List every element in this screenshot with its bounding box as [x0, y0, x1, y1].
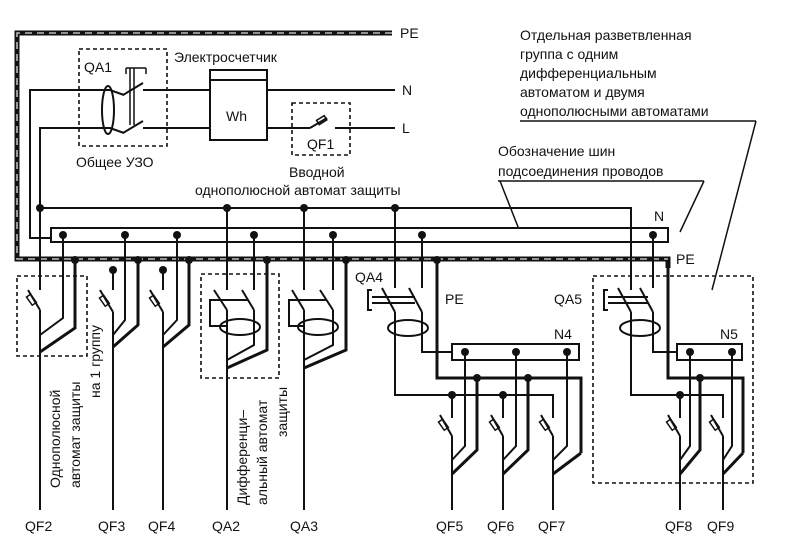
group-note-line-5: однополюсными автоматами — [520, 103, 709, 119]
breaker-qf2[interactable] — [16, 208, 88, 510]
qf2-note-line-2: автомат защиты — [67, 382, 83, 488]
main-n-bus-label: N — [654, 208, 664, 224]
breaker-qf6[interactable] — [488, 352, 530, 510]
output-label-qf5: QF5 — [436, 518, 463, 534]
qa2-note-line-2: альный автомат — [254, 399, 270, 505]
rcd-qa1[interactable] — [78, 48, 168, 147]
breaker-qf1-caption-1: Вводной — [289, 164, 345, 180]
meter-symbol: Wh — [226, 108, 247, 124]
qa5-label: QA5 — [554, 291, 582, 307]
incoming-wires — [29, 89, 395, 239]
output-label-qf3: QF3 — [98, 518, 125, 534]
breaker-qf1[interactable] — [291, 102, 351, 156]
group-note-callout: Отдельная разветвленная группа с одним д… — [520, 27, 757, 291]
rcbo-qa3[interactable] — [288, 208, 348, 510]
output-label-qf9: QF9 — [707, 518, 734, 534]
pe-line-label: PE — [400, 25, 419, 41]
output-label-qf7: QF7 — [538, 518, 565, 534]
n4-bus-label: N4 — [554, 326, 572, 342]
rcd-qa5-group[interactable] — [592, 208, 754, 484]
bus-note-line-1: Обозначение шин — [498, 143, 615, 159]
group-note-line-4: автоматом и двумя — [520, 84, 645, 100]
main-pe-label: PE — [676, 251, 695, 267]
breaker-qf8[interactable] — [665, 352, 702, 510]
qf2-note-line-3: на 1 группу — [87, 325, 103, 398]
breaker-qf3[interactable] — [98, 235, 140, 510]
output-labels: QF2 QF3 QF4 QA2 QA3 QF5 QF6 QF7 QF8 QF9 — [25, 518, 734, 534]
output-label-qa2: QA2 — [212, 518, 240, 534]
qa2-note-line-3: защиты — [274, 387, 290, 437]
qa2-note-line-1: Дифференци– — [234, 410, 250, 505]
electricity-meter[interactable] — [209, 69, 268, 141]
breaker-qf1-caption-2: однополюсной автомат защиты — [195, 182, 401, 198]
breaker-qf4[interactable] — [148, 235, 191, 510]
breaker-qf5[interactable] — [437, 352, 479, 510]
breaker-qf7[interactable] — [538, 352, 582, 510]
qa4-pe-label: PE — [445, 291, 464, 307]
breaker-qf9[interactable] — [708, 352, 745, 510]
output-label-qf2: QF2 — [25, 518, 52, 534]
rcd-qa1-label: QA1 — [84, 59, 112, 75]
group-note-line-1: Отдельная разветвленная — [520, 27, 692, 43]
main-n-bus[interactable] — [50, 227, 669, 243]
qa2-vertical-note: Дифференци– альный автомат защиты — [234, 387, 290, 505]
meter-title: Электросчетчик — [174, 49, 278, 65]
rcd-qa1-caption: Общее УЗО — [76, 154, 154, 170]
rcbo-qa2[interactable] — [200, 208, 280, 510]
group-note-line-3: дифференциальным — [520, 65, 657, 81]
output-label-qf8: QF8 — [665, 518, 692, 534]
output-label-qa3: QA3 — [290, 518, 318, 534]
qf2-vertical-note: Однополюсной автомат защиты на 1 группу — [47, 325, 103, 488]
group-note-line-2: группа с одним — [520, 46, 618, 62]
output-label-qf6: QF6 — [487, 518, 514, 534]
bus-note-callout: Обозначение шин подсоединения проводов — [498, 143, 705, 233]
n5-bus-label: N5 — [720, 326, 738, 342]
rcd-qa4-group[interactable] — [367, 208, 583, 453]
bus-note-line-2: подсоединения проводов — [498, 163, 663, 179]
output-label-qf4: QF4 — [148, 518, 175, 534]
qa4-label: QA4 — [355, 269, 383, 285]
l-line-label: L — [402, 120, 410, 136]
n-line-label: N — [402, 82, 412, 98]
qf2-note-line-1: Однополюсной — [47, 390, 63, 488]
breaker-qf1-label: QF1 — [307, 136, 334, 152]
